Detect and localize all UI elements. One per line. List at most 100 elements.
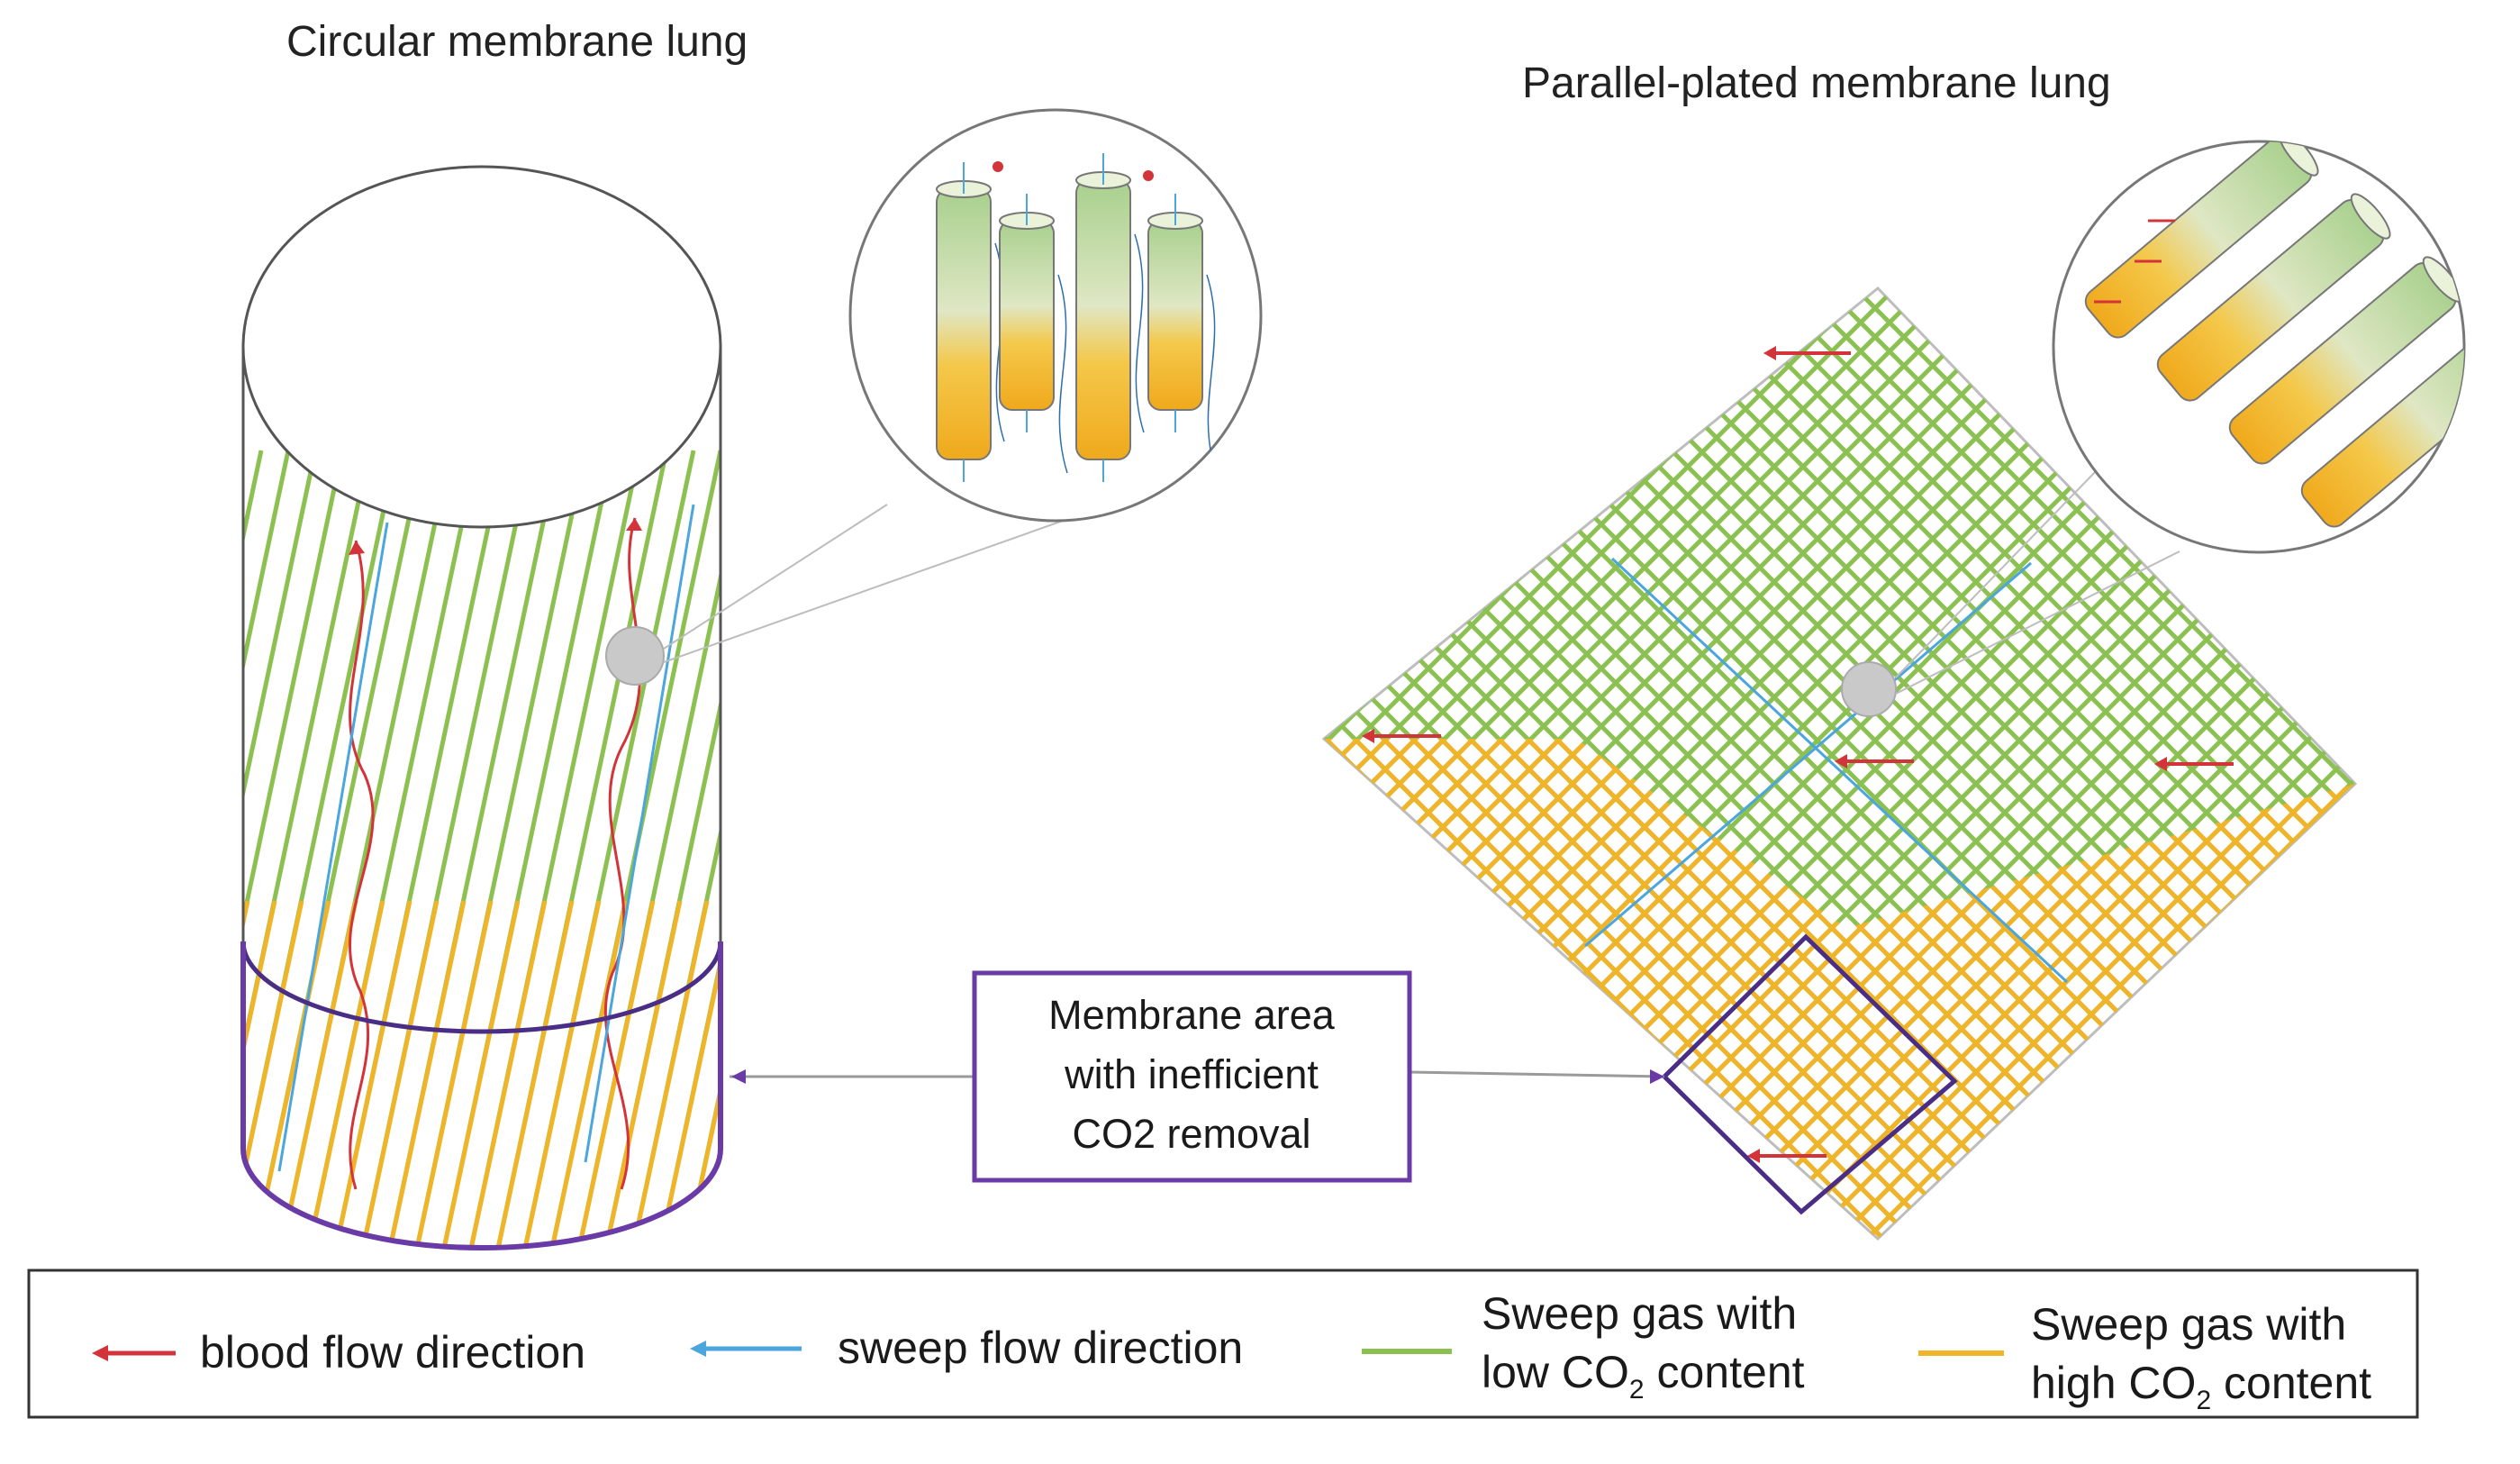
hollow-fiber-tube bbox=[1075, 179, 1131, 460]
fiber-low bbox=[63, 450, 234, 1261]
grid-fiber-high bbox=[1324, 739, 2080, 1239]
fiber-low bbox=[0, 450, 126, 1261]
fiber-high bbox=[117, 901, 194, 1261]
magnifier-spot-left bbox=[605, 626, 665, 686]
grid-fiber-high bbox=[1324, 739, 1994, 1239]
zoom-line bbox=[1895, 468, 2099, 678]
cylinder-fibers bbox=[0, 450, 721, 1261]
callout-line-1: Membrane area bbox=[1048, 992, 1336, 1038]
grid-fiber-high bbox=[2479, 270, 2520, 1261]
grid-fiber-high bbox=[1324, 739, 1908, 1239]
cylinder-top bbox=[241, 165, 722, 529]
grid-fiber-low bbox=[1634, 288, 2355, 1239]
parallel-lung-title: Parallel-plated membrane lung bbox=[1522, 59, 2111, 107]
grid-fiber-low bbox=[1547, 288, 2355, 1239]
fiber-high bbox=[63, 901, 140, 1261]
fiber-high bbox=[439, 900, 521, 1248]
grid-fiber-low bbox=[2479, 270, 2520, 1261]
fiber-high bbox=[601, 900, 683, 1248]
grid-fiber-low bbox=[1749, 288, 2355, 1239]
grid-fiber-high bbox=[1324, 739, 1965, 1239]
callout-line-2: with inefficient bbox=[1064, 1051, 1319, 1097]
inefficient-zone-plate bbox=[1661, 933, 1958, 1215]
zoom-line bbox=[663, 520, 1064, 663]
hollow-fiber-tube bbox=[2300, 325, 2464, 528]
fiber-low bbox=[243, 450, 318, 1248]
fiber-high bbox=[547, 900, 629, 1248]
fiber-high bbox=[628, 900, 710, 1248]
fiber-low bbox=[9, 450, 180, 1261]
blood-arrow-head bbox=[349, 541, 365, 555]
legend-blood-label: blood flow direction bbox=[200, 1327, 585, 1378]
fiber-high bbox=[466, 900, 548, 1248]
hollow-fiber-tube bbox=[936, 188, 992, 460]
fiber-high bbox=[243, 900, 250, 1248]
fiber-high bbox=[243, 900, 277, 1248]
hollow-fiber-tube-group bbox=[2228, 256, 2463, 465]
fiber-high bbox=[36, 901, 113, 1261]
fiber-high bbox=[243, 900, 304, 1248]
fiber-low bbox=[243, 450, 291, 1248]
grid-fiber-high bbox=[1324, 739, 1857, 1239]
grid-fiber-low bbox=[1807, 288, 2355, 1239]
circular-lung-title: Circular membrane lung bbox=[286, 18, 748, 66]
plate-blood-arrows bbox=[1362, 346, 2234, 1163]
grid-fiber-high bbox=[1324, 739, 2030, 1239]
callout-connector-right bbox=[1409, 1070, 1665, 1078]
sweep-arrow-icon bbox=[690, 1341, 706, 1357]
fiber-high bbox=[331, 900, 412, 1248]
grid-fiber-high bbox=[2507, 270, 2520, 1261]
grid-fiber-high bbox=[1324, 739, 2059, 1239]
grid-fiber-low bbox=[1605, 288, 2355, 1239]
grid-fiber-low bbox=[2507, 270, 2520, 1261]
grid-fiber-low bbox=[1836, 288, 2355, 1239]
grid-fiber-high bbox=[1324, 739, 2052, 1239]
hollow-fiber-tube bbox=[1147, 220, 1203, 411]
sweep-line-plate bbox=[1584, 561, 2032, 948]
sweep-line-right bbox=[584, 504, 695, 1163]
legend-sweep-label: sweep flow direction bbox=[838, 1323, 1243, 1373]
inefficient-co2-callout: Membrane area with inefficient CO2 remov… bbox=[730, 970, 1665, 1183]
fiber-high bbox=[304, 900, 385, 1248]
legend-blood-flow: blood flow direction bbox=[92, 1327, 585, 1378]
legend-high-line2: high CO2 content bbox=[2031, 1358, 2371, 1415]
grid-fiber-low bbox=[2450, 270, 2520, 1261]
fiber-high bbox=[0, 901, 32, 1261]
blood-path bbox=[1057, 274, 1068, 474]
circular-lung-zoom bbox=[848, 108, 1263, 523]
blood-path bbox=[1134, 233, 1145, 433]
zoom-line bbox=[663, 504, 888, 650]
fiber-high bbox=[574, 900, 656, 1248]
sweep-line-plate bbox=[1610, 557, 2069, 984]
legend-box bbox=[27, 1268, 2419, 1419]
grid-fiber-high bbox=[1324, 739, 1886, 1239]
blood-arrow-head bbox=[626, 518, 642, 531]
fiber-high bbox=[493, 900, 575, 1248]
fiber-low bbox=[0, 450, 153, 1261]
legend-high-co2: Sweep gas with high CO2 content bbox=[1918, 1299, 2371, 1415]
grid-fiber-high bbox=[1324, 739, 2023, 1239]
inefficient-zone-ring bbox=[240, 941, 723, 1034]
grid-fiber-high bbox=[1324, 739, 1936, 1239]
fiber-low bbox=[36, 450, 207, 1261]
fiber-high bbox=[520, 900, 602, 1248]
fiber-high bbox=[144, 901, 221, 1261]
hollow-fiber-tube-group bbox=[2156, 193, 2391, 402]
blood-marker bbox=[1143, 170, 1154, 181]
fiber-low bbox=[243, 450, 345, 1248]
blood-arrow-icon bbox=[92, 1345, 108, 1361]
fiber-high bbox=[358, 900, 440, 1248]
sweep-line-left bbox=[277, 522, 389, 1172]
blood-path-left bbox=[349, 540, 375, 1190]
callout-box bbox=[972, 970, 1412, 1183]
parallel-lung-zoom bbox=[2052, 140, 2466, 554]
fiber-high bbox=[412, 900, 494, 1248]
fiber-high bbox=[276, 900, 358, 1248]
blood-marker bbox=[993, 161, 1003, 172]
legend-sweep-flow: sweep flow direction bbox=[690, 1323, 1243, 1373]
fiber-high bbox=[385, 900, 467, 1248]
circular-lung-cylinder bbox=[0, 165, 1064, 1261]
grid-fiber-high bbox=[1324, 739, 2088, 1239]
hollow-fiber-tube bbox=[999, 220, 1055, 411]
